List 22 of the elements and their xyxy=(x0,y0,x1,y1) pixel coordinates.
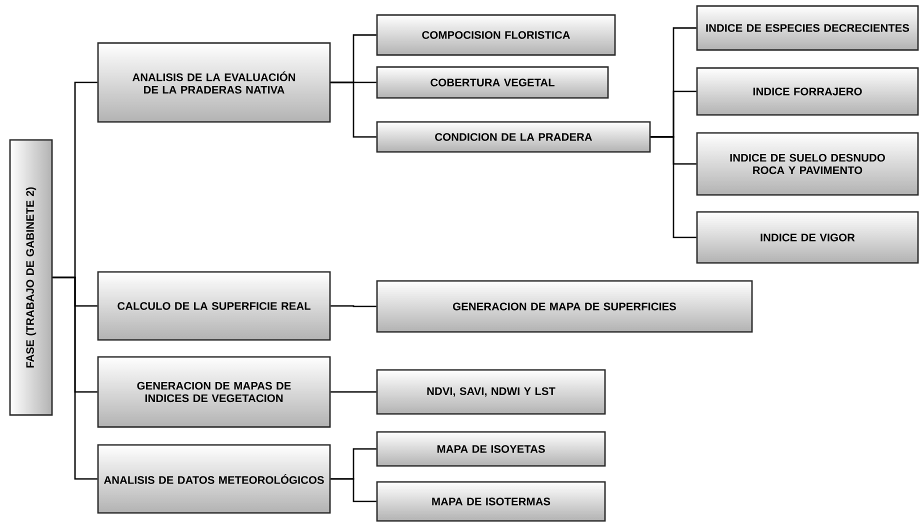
process-box: CALCULO DE LA SUPERFICIE REAL xyxy=(97,271,331,341)
process-box: INDICE DE VIGOR xyxy=(696,211,919,264)
connector-line xyxy=(330,82,376,138)
connector-line xyxy=(650,136,696,238)
process-box: NDVI, SAVI, NDWI Y LST xyxy=(376,369,606,415)
process-box: INDICE DE ESPECIES DECRECIENTES xyxy=(696,5,919,51)
phase-box: FASE (TRABAJO DE GABINETE 2) xyxy=(9,139,53,416)
connector-line xyxy=(330,391,376,393)
connector-line xyxy=(52,276,98,480)
connector-line xyxy=(330,305,376,308)
process-box: MAPA DE ISOTERMAS xyxy=(376,481,606,522)
process-box: COBERTURA VEGETAL xyxy=(376,66,609,99)
connector-line xyxy=(330,478,376,502)
process-box: COMPOCISION FLORISTICA xyxy=(376,14,616,56)
process-box: GENERACION DE MAPA DE SUPERFICIES xyxy=(376,280,753,333)
process-box: INDICE DE SUELO DESNUDO ROCA Y PAVIMENTO xyxy=(696,132,919,196)
process-box: MAPA DE ISOYETAS xyxy=(376,431,606,467)
process-box: CONDICION DE LA PRADERA xyxy=(376,121,651,153)
process-box: GENERACION DE MAPAS DE INDICES DE VEGETACION xyxy=(97,356,331,428)
process-box: ANALISIS DE DATOS METEOROLÓGICOS xyxy=(97,444,331,514)
process-box: INDICE FORRAJERO xyxy=(696,67,919,116)
process-box: ANALISIS DE LA EVALUACIÓN DE LA PRADERAS NATIVA xyxy=(97,42,331,123)
